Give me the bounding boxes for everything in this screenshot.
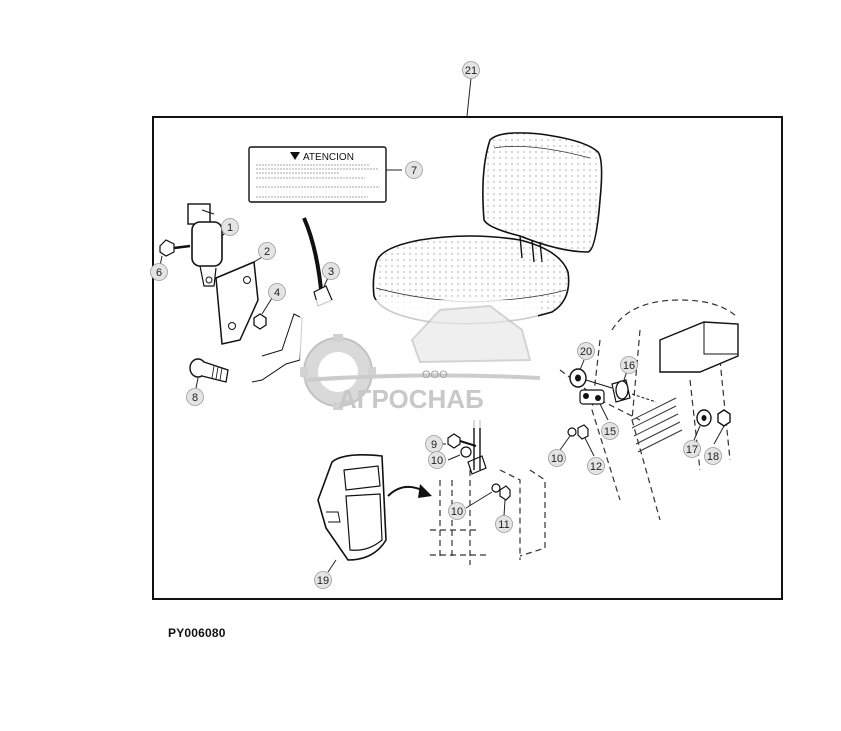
callout-label: 10: [451, 506, 463, 518]
callout-label: 9: [431, 439, 437, 451]
bolt-9: [447, 433, 477, 449]
clamp-plate: [467, 455, 487, 475]
bushing-15: [579, 389, 605, 405]
mount-plate-hatch: [631, 397, 683, 453]
callout-16: 16: [620, 356, 638, 374]
watermark-prefix: ООО: [422, 369, 448, 381]
callout-label: 10: [551, 453, 563, 465]
callout-3: 3: [322, 262, 340, 280]
callout-label: 6: [156, 267, 162, 279]
callout-label: 11: [498, 519, 509, 531]
callout-label: 19: [317, 575, 329, 587]
warning-heading: ATENCION: [303, 152, 354, 163]
callout-2: 2: [258, 242, 276, 260]
callout-1: 1: [221, 218, 239, 236]
warning-decal: ATENCION: [248, 146, 387, 203]
nut-4: [253, 313, 267, 330]
callout-label: 16: [623, 360, 635, 372]
seat-backrest: [482, 132, 603, 253]
callout-label: 15: [604, 426, 616, 438]
side-shield: [317, 454, 387, 561]
watermark: ООО АГРОСНАБ: [300, 300, 541, 428]
lever-housing: [659, 321, 739, 373]
callout-label: 20: [580, 346, 592, 358]
callout-label: 7: [411, 165, 417, 177]
callout-20: 20: [577, 342, 595, 360]
nut-11: [499, 485, 511, 501]
bolt-6: [159, 239, 191, 257]
callout-label: 12: [590, 461, 602, 473]
callout-9: 9: [425, 435, 443, 453]
callout-label: 18: [707, 451, 719, 463]
callout-17: 17: [683, 440, 701, 458]
callout-21: 21: [462, 61, 480, 79]
callout-label: 4: [274, 287, 280, 299]
callout-4: 4: [268, 283, 286, 301]
mounting-bracket: [215, 260, 259, 345]
callout-10: 10: [428, 451, 446, 469]
callout-8: 8: [186, 388, 204, 406]
callout-12: 12: [587, 457, 605, 475]
callout-10: 10: [548, 449, 566, 467]
callout-label: 8: [192, 392, 198, 404]
figure-id: PY006080: [168, 626, 226, 640]
callout-label: 3: [328, 266, 334, 278]
washer-10a: [460, 446, 472, 458]
callout-label: 1: [227, 222, 233, 234]
callout-label: 21: [465, 65, 477, 77]
nut-12: [577, 424, 589, 440]
diagram-frame: [152, 116, 783, 600]
callout-11: 11: [495, 515, 513, 533]
callout-19: 19: [314, 571, 332, 589]
washer-10c: [491, 483, 501, 493]
washer-10b: [567, 427, 577, 437]
nut-18: [717, 409, 731, 427]
callout-label: 17: [686, 444, 698, 456]
callout-18: 18: [704, 447, 722, 465]
callout-label: 10: [431, 455, 443, 467]
spacer-16: [611, 379, 631, 403]
callout-10: 10: [448, 502, 466, 520]
belt-buckle: [187, 203, 223, 287]
callout-6: 6: [150, 263, 168, 281]
callout-label: 2: [264, 246, 270, 258]
watermark-name: АГРОСНАБ: [338, 384, 484, 414]
callout-7: 7: [405, 161, 423, 179]
bolt-8: [189, 358, 229, 383]
callout-15: 15: [601, 422, 619, 440]
